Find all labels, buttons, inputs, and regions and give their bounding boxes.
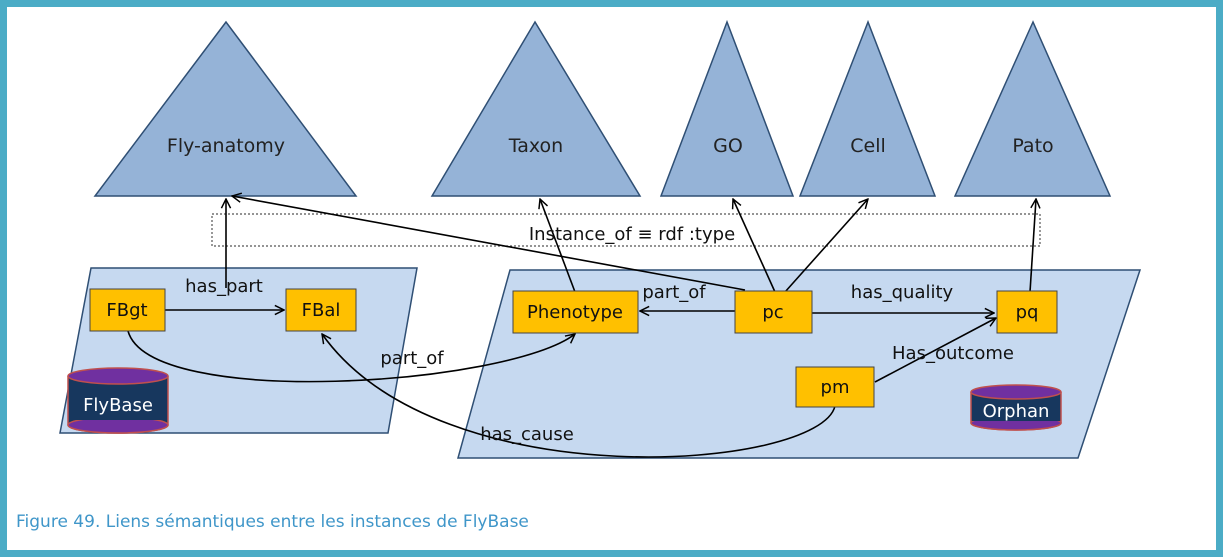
ontology-fly-anatomy-label: Fly-anatomy	[167, 135, 285, 157]
instance-of-band	[211, 213, 1041, 247]
instance-phenotype: Phenotype	[512, 290, 639, 334]
flybase-database-label: FlyBase	[83, 395, 153, 416]
edge-pc-go	[733, 199, 776, 293]
label-has-outcome: Has_outcome	[892, 343, 1014, 364]
instance-fbal-label: FBal	[302, 300, 341, 321]
edge-pc-cell	[784, 199, 868, 293]
label-has-part: has_part	[185, 276, 263, 297]
instance-fbgt: FBgt	[89, 288, 166, 332]
edge-has-cause	[322, 334, 836, 458]
ontology-fly-anatomy: Fly-anatomy	[93, 20, 358, 197]
ontology-cell-label: Cell	[850, 135, 886, 157]
figure-caption: Figure 49. Liens sémantiques entre les i…	[16, 512, 529, 532]
orphan-database-label: Orphan	[983, 401, 1050, 422]
instance-pq: pq	[996, 290, 1058, 334]
instance-fbgt-label: FBgt	[106, 300, 147, 321]
label-has-quality: has_quality	[851, 282, 954, 303]
ontology-cell: Cell	[798, 19, 937, 197]
orphan-database-icon: Orphan	[970, 384, 1062, 431]
instance-fbal: FBal	[285, 288, 357, 332]
instance-pm: pm	[795, 366, 875, 408]
label-has-cause: has_cause	[480, 424, 574, 445]
label-part-of-phenotype: part_of	[642, 282, 706, 303]
ontology-taxon: Taxon	[430, 20, 642, 197]
edge-part-of-lower	[127, 330, 575, 383]
ontology-pato: Pato	[953, 20, 1112, 197]
ontology-taxon-label: Taxon	[508, 135, 563, 157]
ontology-go-label: GO	[713, 135, 743, 157]
instance-pq-label: pq	[1016, 302, 1039, 323]
edge-has-outcome	[874, 318, 996, 383]
ontology-go: GO	[659, 19, 795, 197]
label-part-of-lower: part_of	[380, 348, 444, 369]
instance-pc: pc	[734, 290, 813, 334]
instance-pm-label: pm	[821, 377, 850, 398]
instance-phenotype-label: Phenotype	[527, 302, 623, 323]
edges	[127, 196, 1036, 458]
edge-pc-fly-anatomy	[232, 196, 746, 291]
instance-of-label: Instance_of ≡ rdf :type	[529, 224, 735, 245]
instance-pc-label: pc	[762, 302, 783, 323]
edge-pq-pato	[1029, 199, 1036, 293]
flybase-database-icon: FlyBase	[67, 367, 169, 434]
ontology-pato-label: Pato	[1012, 135, 1053, 157]
edge-phenotype-taxon	[540, 199, 576, 293]
